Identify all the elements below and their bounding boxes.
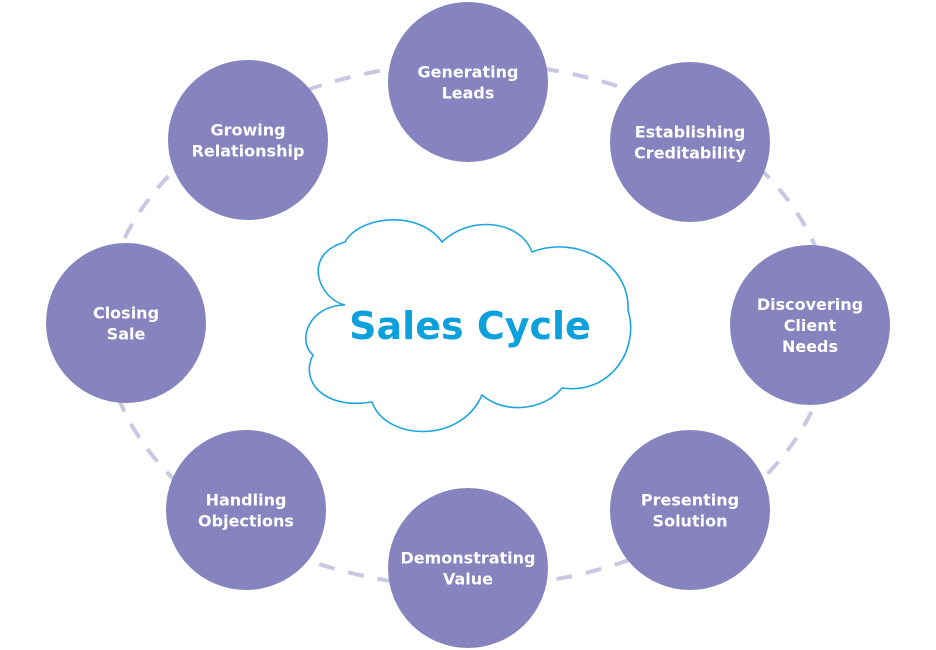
stage-label-line: Establishing [635, 123, 746, 142]
stage-label-line: Demonstrating [400, 549, 535, 568]
stage-label-line: Objections [198, 512, 294, 531]
stage-label-line: Needs [782, 337, 838, 356]
center-title: Sales Cycle [349, 304, 591, 348]
stage-label-line: Presenting [641, 491, 739, 510]
center-cloud: Sales Cycle [305, 219, 632, 433]
stage-label-line: Client [784, 316, 837, 335]
cloud-shape [305, 219, 632, 433]
stage-circle [388, 488, 548, 648]
stage-label-line: Relationship [192, 142, 305, 161]
stage-label-line: Sale [107, 325, 146, 344]
stage-circle [610, 62, 770, 222]
stage-circle [388, 2, 548, 162]
stage-label-line: Closing [93, 304, 159, 323]
stage-circle [46, 243, 206, 403]
stage-label-line: Creditability [634, 144, 746, 163]
stage-circle [166, 430, 326, 590]
stage-label-line: Leads [442, 84, 495, 103]
stage-label-line: Generating [418, 63, 519, 82]
stage-circle [730, 245, 890, 405]
stage-label-line: Discovering [757, 295, 863, 314]
stage-label-line: Value [443, 570, 493, 589]
stage-circle [168, 60, 328, 220]
stage-circle [610, 430, 770, 590]
stage-label-line: Handling [206, 491, 287, 510]
stage-label-line: Growing [210, 121, 285, 140]
stage-nodes: GeneratingLeadsEstablishingCreditability… [46, 2, 890, 648]
stage-label-line: Solution [653, 512, 728, 531]
